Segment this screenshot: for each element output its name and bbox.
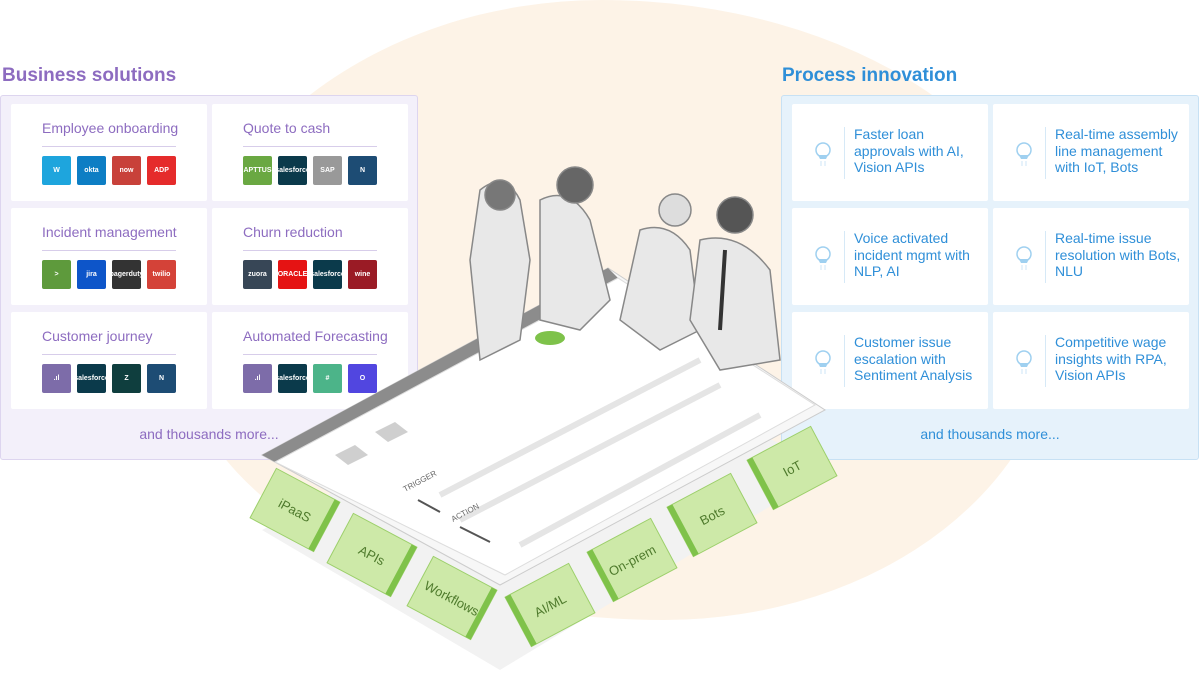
- divider: [42, 354, 176, 355]
- use-case-card[interactable]: Competitive wage insights with RPA, Visi…: [993, 312, 1189, 409]
- solution-title: Incident management: [42, 224, 177, 240]
- use-case-text: Voice activated incident mgmt with NLP, …: [854, 230, 970, 279]
- app-logo-icon: twilio: [147, 260, 176, 289]
- capability-block: IoT: [746, 425, 838, 511]
- app-logo-icon: .ıl: [42, 364, 71, 393]
- business-solutions-title: Business solutions: [2, 65, 177, 86]
- lightbulb-icon: [1015, 350, 1033, 381]
- capability-block: Workflows: [406, 555, 498, 641]
- divider: [42, 250, 176, 251]
- more-use-cases-link[interactable]: and thousands more...: [920, 426, 1060, 442]
- app-logo-icon: N: [147, 364, 176, 393]
- capability-block: On-prem: [586, 517, 678, 603]
- app-logo-icon: ADP: [147, 156, 176, 185]
- solution-title: Churn reduction: [243, 224, 343, 240]
- app-logo-icon: >: [42, 260, 71, 289]
- lightbulb-icon: [814, 246, 832, 277]
- app-logo-icon: salesforce: [313, 260, 342, 289]
- solution-title: Customer journey: [42, 328, 153, 344]
- use-case-card[interactable]: Customer issue escalation with Sentiment…: [792, 312, 988, 409]
- divider: [1045, 127, 1046, 179]
- divider: [243, 250, 377, 251]
- app-logo-icon: salesforce: [77, 364, 106, 393]
- app-logo-icon: wine: [348, 260, 377, 289]
- use-case-text: Real-time assembly line management with …: [1055, 126, 1178, 175]
- app-logo-icon: ORACLE: [278, 260, 307, 289]
- use-case-text: Real-time issue resolution with Bots, NL…: [1055, 230, 1181, 279]
- app-logo-icon: APTTUS: [243, 156, 272, 185]
- solution-title: Automated Forecasting: [243, 328, 388, 344]
- solution-card[interactable]: Customer journey .ılsalesforceZN: [11, 312, 207, 409]
- lightbulb-icon: [1015, 142, 1033, 173]
- lightbulb-icon: [1015, 246, 1033, 277]
- app-logo-icon: N: [348, 156, 377, 185]
- app-logo-icon: Z: [112, 364, 141, 393]
- app-logo-icon: salesforce: [278, 364, 307, 393]
- capability-block: APIs: [326, 512, 418, 598]
- app-logo-icon: W: [42, 156, 71, 185]
- capability-block: AI/ML: [504, 562, 596, 648]
- divider: [1045, 231, 1046, 283]
- app-logo-icon: .ıl: [243, 364, 272, 393]
- solution-title: Quote to cash: [243, 120, 331, 136]
- lightbulb-icon: [814, 142, 832, 173]
- more-solutions-link[interactable]: and thousands more...: [139, 426, 279, 442]
- use-case-card[interactable]: Real-time issue resolution with Bots, NL…: [993, 208, 1189, 305]
- app-logo-icon: now: [112, 156, 141, 185]
- app-logo-icon: SAP: [313, 156, 342, 185]
- solution-card[interactable]: Incident management >jirapagerdutytwilio: [11, 208, 207, 305]
- app-logo-icon: jira: [77, 260, 106, 289]
- use-case-text: Customer issue escalation with Sentiment…: [854, 334, 973, 383]
- app-logo-icon: salesforce: [278, 156, 307, 185]
- divider: [1045, 335, 1046, 387]
- people-figures: [469, 166, 781, 371]
- divider: [243, 354, 377, 355]
- app-logo-icon: okta: [77, 156, 106, 185]
- use-case-card[interactable]: Real-time assembly line management with …: [993, 104, 1189, 201]
- solution-card[interactable]: Automated Forecasting .ılsalesforce#O: [212, 312, 408, 409]
- app-logo-icon: pagerduty: [112, 260, 141, 289]
- app-logo-icon: zuora: [243, 260, 272, 289]
- process-innovation-panel: Faster loan approvals with AI, Vision AP…: [781, 95, 1199, 460]
- divider: [844, 127, 845, 179]
- use-case-card[interactable]: Voice activated incident mgmt with NLP, …: [792, 208, 988, 305]
- solution-title: Employee onboarding: [42, 120, 179, 136]
- app-logo-icon: #: [313, 364, 342, 393]
- solution-card[interactable]: Quote to cashAPTTUSsalesforceSAPN: [212, 104, 408, 201]
- play-icon: [535, 331, 565, 345]
- use-case-card[interactable]: Faster loan approvals with AI, Vision AP…: [792, 104, 988, 201]
- capability-block: Bots: [666, 472, 758, 558]
- capability-block: iPaaS: [249, 467, 341, 553]
- use-case-text: Competitive wage insights with RPA, Visi…: [1055, 334, 1167, 383]
- divider: [844, 335, 845, 387]
- divider: [243, 146, 377, 147]
- lightbulb-icon: [814, 350, 832, 381]
- divider: [42, 146, 176, 147]
- solution-card[interactable]: Churn reduction zuoraORACLEsalesforcewine: [212, 208, 408, 305]
- app-logo-icon: O: [348, 364, 377, 393]
- divider: [844, 231, 845, 283]
- use-case-text: Faster loan approvals with AI, Vision AP…: [854, 126, 964, 175]
- process-innovation-title: Process innovation: [782, 65, 958, 86]
